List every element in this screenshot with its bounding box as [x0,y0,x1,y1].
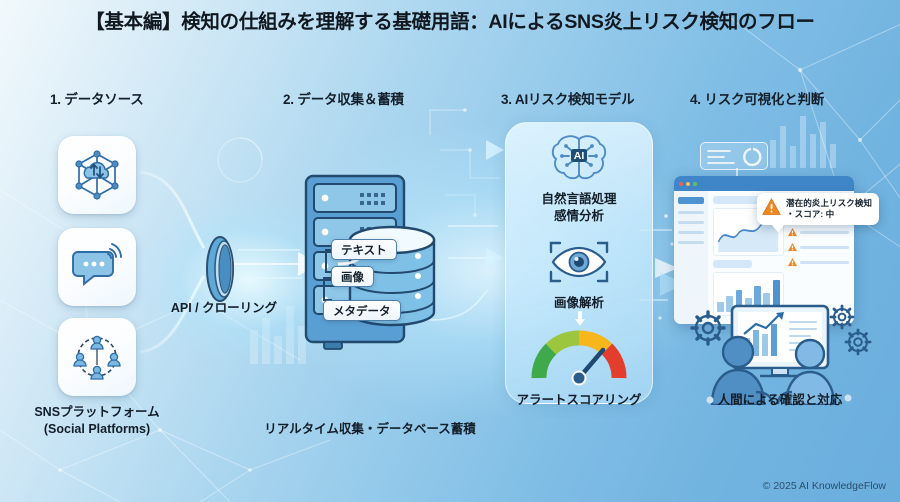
dashboard-titlebar [674,176,854,191]
gauge-icon [531,330,627,386]
sidebar-item[interactable] [678,221,704,224]
server-rack-icon [304,174,436,350]
sidebar-item[interactable] [678,241,704,244]
caption-line-2: (Social Platforms) [43,421,151,436]
page-title: 【基本編】検知の仕組みを理解する基礎用語：AIによるSNS炎上リスク検知のフロー [85,11,815,33]
footer-copyright: © 2025 AI KnowledgeFlow [762,480,886,492]
ai-scoring-block[interactable]: アラートスコアリング [505,330,653,408]
alert-title: 潜在的炎上リスク検知 [786,198,872,208]
ai-label-image-analysis: 画像解析 [553,296,604,310]
alert-row[interactable] [787,243,849,252]
source-card-posts[interactable] [58,228,136,306]
eye-scan-icon [549,241,609,283]
team-review-scene [690,304,872,405]
warning-triangle-icon [787,243,797,252]
source-card-users[interactable] [58,318,136,396]
traffic-light-minimize[interactable] [686,181,690,186]
sidebar-item[interactable] [678,231,704,234]
traffic-light-maximize[interactable] [693,181,697,186]
ai-label-alert-scoring: アラートスコアリング [516,393,642,407]
ai-label-nlp: 自然言語処理 [541,192,617,206]
caption-social-platforms: SNSプラットフォーム (Social Platforms) [20,404,174,438]
column-header-visualization: 4. リスク可視化と判断 [690,92,825,107]
brain-ai-icon: AI [551,135,607,180]
warning-triangle-icon [762,198,781,215]
title-bar: 【基本編】検知の仕組みを理解する基礎用語：AIによるSNS炎上リスク検知のフロー [0,10,900,35]
down-arrow-icon [575,311,585,326]
floating-summary-card [700,142,768,170]
warning-triangle-icon [787,258,797,267]
ai-nlp-block[interactable]: AI 自然言語処理 感情分析 [505,132,653,223]
alert-text: 潜在的炎上リスク検知 ・スコア: 中 [786,198,872,220]
chat-bubble-icon [72,243,122,286]
alert-score: ・スコア: 中 [786,209,835,220]
caption-line-1: SNSプラットフォーム [34,405,160,419]
sidebar-active-item[interactable] [678,197,704,204]
tag-metadata[interactable]: メタデータ [323,300,401,321]
warning-triangle-icon [787,228,797,237]
ai-label-sentiment: 感情分析 [553,208,604,223]
column-header-ai-model: 3. AIリスク検知モデル [501,92,635,107]
column-header-collection: 2. データ収集＆蓄積 [283,92,404,107]
ai-badge-text: AI [574,150,585,162]
caption-api-crawling: API / クローリング [170,301,278,315]
alert-row[interactable] [787,258,849,267]
floating-card-content [707,147,762,167]
traffic-light-close[interactable] [679,181,683,186]
caption-human-review: 人間による確認と対応 [717,393,843,407]
risk-alert-popup[interactable]: 潜在的炎上リスク検知 ・スコア: 中 [757,193,879,233]
alert-row[interactable] [787,228,849,237]
column-header-data-source: 1. データソース [50,92,144,107]
source-card-network[interactable] [58,136,136,214]
network-cloud-icon [75,150,119,200]
sidebar-item[interactable] [678,211,704,214]
tag-text[interactable]: テキスト [331,239,397,260]
tag-image[interactable]: 画像 [331,266,374,287]
panel-title-placeholder [713,196,763,204]
ai-image-block[interactable]: 画像解析 [505,236,653,310]
panel-subtitle-placeholder [713,260,752,268]
user-network-icon [73,335,121,380]
api-crawler-lens-icon [206,236,234,302]
caption-realtime-collection: リアルタイム収集・データベース蓄積 [264,422,476,436]
